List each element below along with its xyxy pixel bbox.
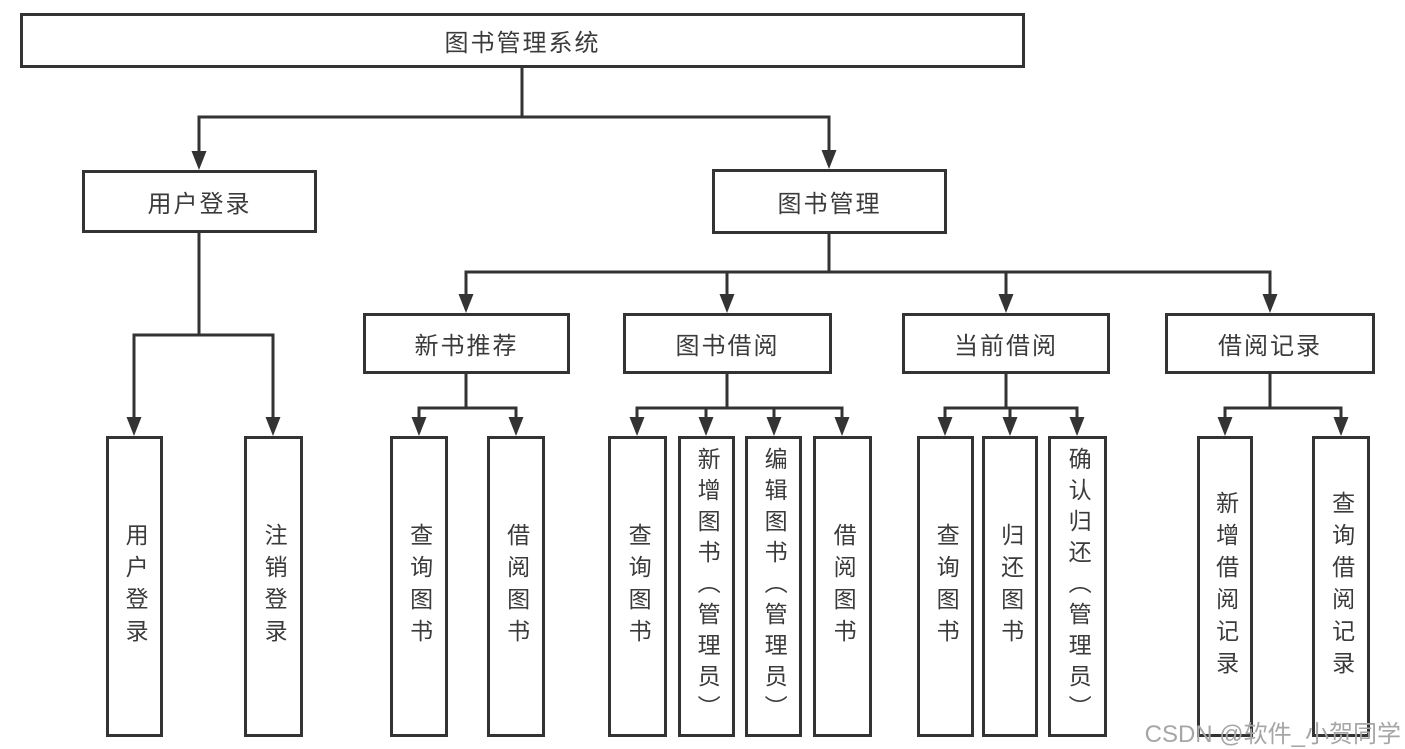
node-book-management: 图书管理 (712, 169, 947, 234)
leaf-query-borrow-record: 查询借阅记录 (1312, 436, 1370, 737)
leaf-add-borrow-record: 新增借阅记录 (1197, 436, 1253, 737)
leaf-user-login: 用户登录 (106, 436, 163, 737)
leaf-edit-books-admin: 编辑图书（管理员） (745, 436, 802, 737)
leaf-add-books-admin: 新增图书（管理员） (678, 436, 735, 737)
leaf-confirm-return-admin: 确认归还（管理员） (1048, 436, 1107, 737)
node-current-borrowing: 当前借阅 (902, 313, 1110, 374)
node-book-borrowing: 图书借阅 (623, 313, 832, 374)
leaf-return-books: 归还图书 (982, 436, 1038, 737)
node-user-login: 用户登录 (82, 170, 317, 233)
arrowheads (126, 150, 1349, 436)
leaf-logout: 注销登录 (244, 436, 303, 737)
leaf-borrow-books-1: 借阅图书 (487, 436, 545, 737)
leaf-query-books-3: 查询图书 (917, 436, 974, 737)
leaf-borrow-books-2: 借阅图书 (813, 436, 872, 737)
csdn-watermark: CSDN @软件_小贺同学 (1144, 721, 1401, 748)
leaf-query-books-1: 查询图书 (390, 436, 448, 737)
leaf-query-books-2: 查询图书 (608, 436, 667, 737)
node-library-management-system: 图书管理系统 (20, 13, 1025, 68)
node-borrowing-records: 借阅记录 (1165, 313, 1375, 374)
node-new-book-recommendation: 新书推荐 (363, 313, 570, 374)
